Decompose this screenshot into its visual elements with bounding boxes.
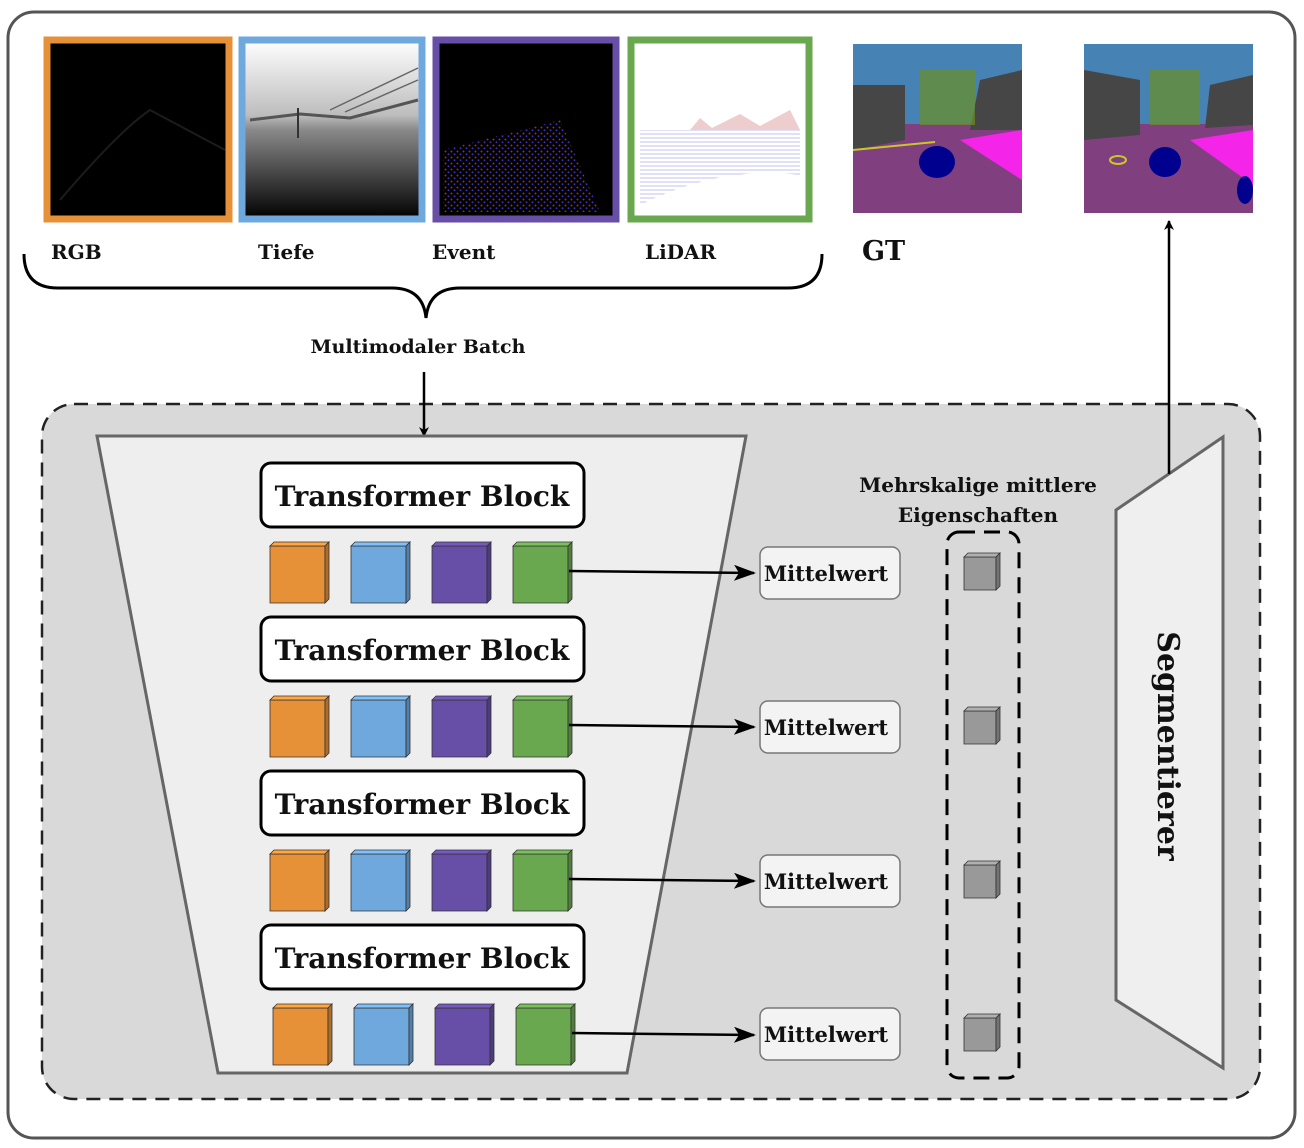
lidar-token-cube <box>512 695 573 758</box>
mean-feature-cube <box>963 706 1001 745</box>
transformer-block-2: Transformer Block <box>259 615 586 683</box>
rgb-token-cube <box>269 695 330 758</box>
rgb-thumbnail <box>43 36 233 223</box>
transformer-block-label: Transformer Block <box>275 480 570 513</box>
transformer-block-1: Transformer Block <box>259 461 586 529</box>
mean-label: Mittelwert <box>764 561 888 586</box>
transformer-block-label: Transformer Block <box>275 942 570 975</box>
depth-token-cube <box>350 695 411 758</box>
depth-thumbnail <box>238 36 426 223</box>
mean-label: Mittelwert <box>764 715 888 740</box>
prediction-image <box>1084 44 1253 213</box>
event-thumbnail <box>432 36 620 223</box>
features-title-line2: Eigenschaften <box>898 503 1059 527</box>
lidar-token-cube <box>515 1003 576 1066</box>
mean-arrow-3 <box>568 872 756 889</box>
mean-box-2: Mittelwert <box>759 700 901 754</box>
mean-arrow-2 <box>568 718 756 735</box>
transformer-block-label: Transformer Block <box>275 788 570 821</box>
mean-arrow-1 <box>568 564 756 581</box>
transformer-block-3: Transformer Block <box>259 769 586 837</box>
gt-label: GT <box>862 236 905 267</box>
modality-label-depth: Tiefe <box>258 240 315 264</box>
segmenter-label: Segmentierer <box>1150 631 1185 862</box>
modality-label-event: Event <box>432 240 496 264</box>
rgb-token-cube <box>272 1003 333 1066</box>
lidar-thumbnail <box>627 36 813 223</box>
mean-arrow-4 <box>571 1026 756 1043</box>
mean-feature-cube <box>963 552 1001 591</box>
lidar-token-cube <box>512 849 573 912</box>
encoder-trapezoid <box>95 434 748 1075</box>
mean-label: Mittelwert <box>764 869 888 894</box>
transformer-block-label: Transformer Block <box>275 634 570 667</box>
segmenter-trapezoid <box>1114 434 1225 1071</box>
event-token-cube <box>434 1003 495 1066</box>
mean-box-3: Mittelwert <box>759 854 901 908</box>
gt-image <box>852 44 1022 213</box>
features-container <box>945 530 1021 1080</box>
features-title-line1: Mehrskalige mittlere <box>859 473 1097 497</box>
depth-token-cube <box>350 541 411 604</box>
event-token-cube <box>431 541 492 604</box>
rgb-token-cube <box>269 541 330 604</box>
transformer-block-4: Transformer Block <box>259 923 586 991</box>
batch-label: Multimodaler Batch <box>311 336 526 358</box>
mean-feature-cube <box>963 860 1001 899</box>
batch-brace <box>22 253 824 319</box>
mean-box-4: Mittelwert <box>759 1007 901 1061</box>
depth-token-cube <box>353 1003 414 1066</box>
depth-token-cube <box>350 849 411 912</box>
modality-label-lidar: LiDAR <box>645 240 717 264</box>
mean-label: Mittelwert <box>764 1022 888 1047</box>
rgb-token-cube <box>269 849 330 912</box>
lidar-token-cube <box>512 541 573 604</box>
event-token-cube <box>431 849 492 912</box>
modality-label-rgb: RGB <box>51 240 102 264</box>
mean-feature-cube <box>963 1013 1001 1052</box>
mean-box-1: Mittelwert <box>759 546 901 600</box>
event-token-cube <box>431 695 492 758</box>
